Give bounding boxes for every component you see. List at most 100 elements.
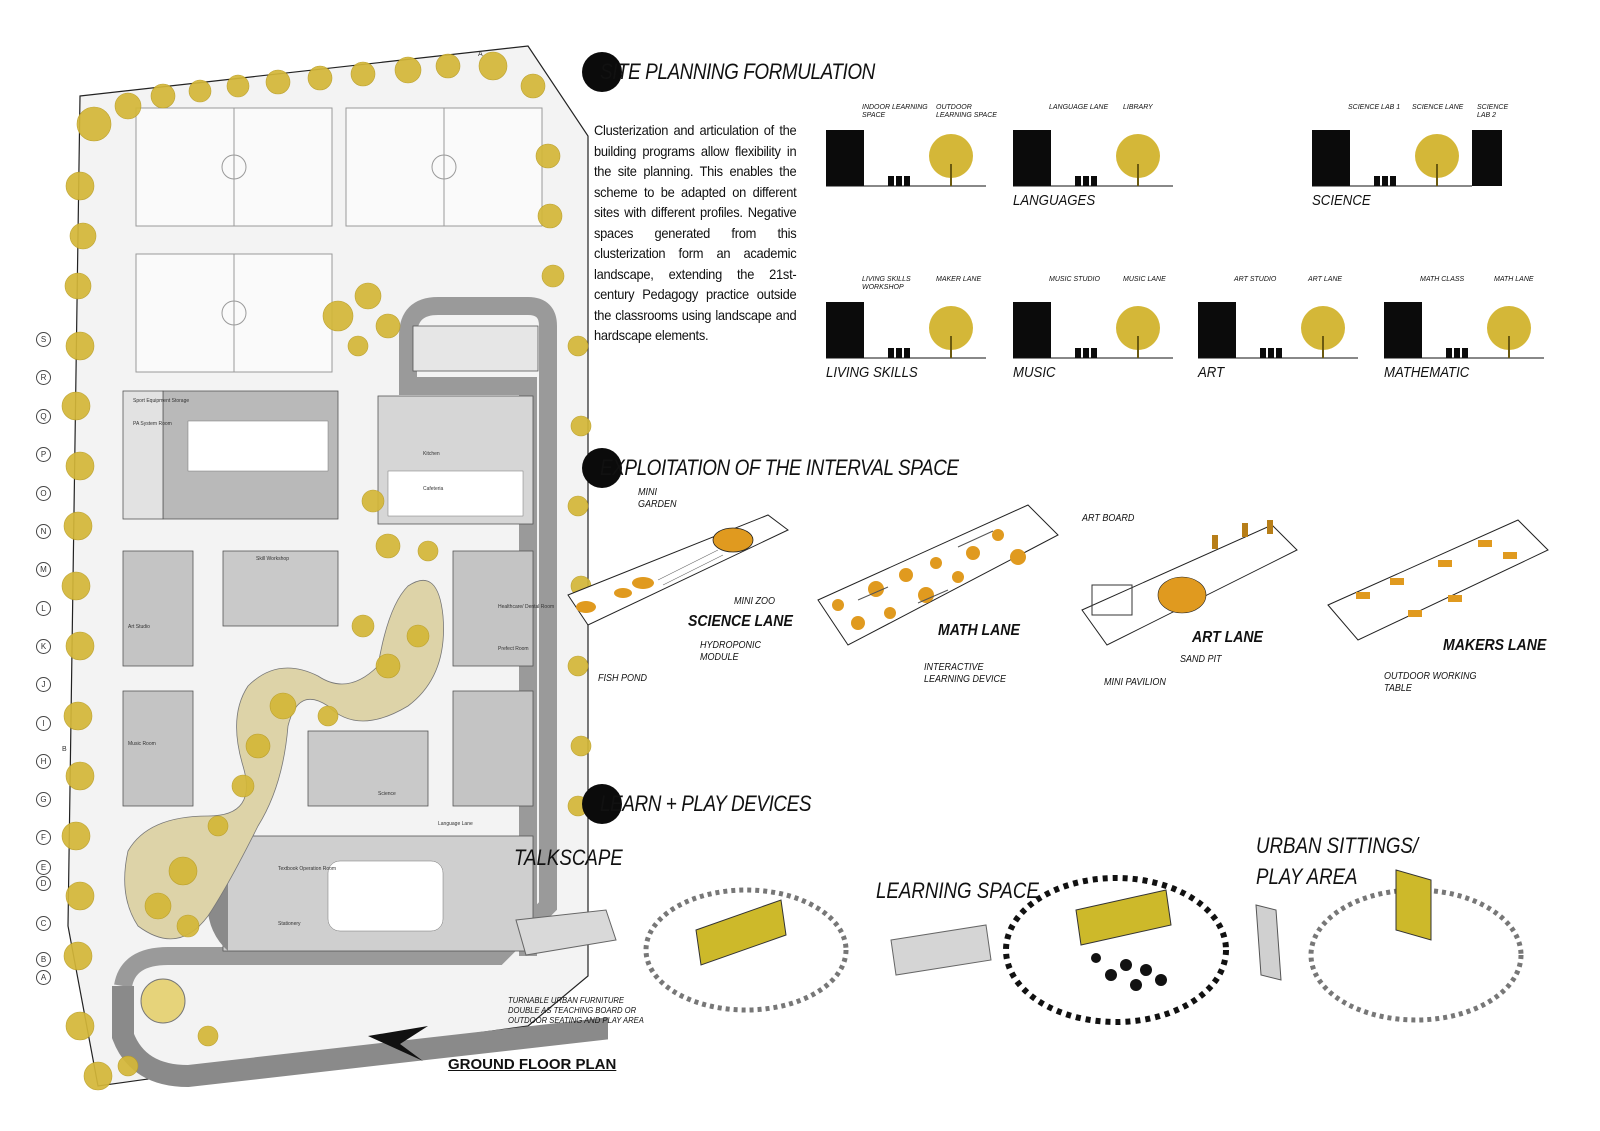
note-outdoor-table: OUTDOOR WORKING TABLE (1384, 671, 1477, 694)
grid-axis-label: P (36, 447, 51, 462)
grid-axis-label: M (36, 562, 51, 577)
note-fish-pond: FISH POND (598, 673, 648, 684)
device-caption-play-area: PLAY AREA (1256, 864, 1358, 889)
planning-diagram: MUSIC STUDIO MUSIC LANE MUSIC (1013, 276, 1203, 381)
lane-title-science: SCIENCE LANE (688, 613, 793, 630)
diagram-label: MUSIC LANE (1123, 276, 1166, 283)
diagram-caption: LIVING SKILLS (826, 364, 918, 381)
diagram-label: ART LANE (1308, 276, 1343, 283)
room-label: Cafeteria (423, 486, 444, 492)
note-mini-pavilion: MINI PAVILION (1104, 677, 1166, 688)
room-label: Music Room (128, 741, 156, 747)
diagram-label: LANGUAGE LANE (1049, 104, 1109, 111)
planning-diagram-graphic (826, 130, 986, 187)
grid-axis-label: F (36, 830, 51, 845)
planning-diagram: INDOOR LEARNING SPACE OUTDOOR LEARNING SP… (826, 104, 1016, 194)
diagram-label: MUSIC STUDIO (1049, 276, 1100, 283)
planning-diagram: LIVING SKILLS WORKSHOP MAKER LANE LIVING S… (826, 276, 1016, 381)
grid-axis-label: S (36, 332, 51, 347)
ground-floor-plan: Sport Equipment Storage PA System Room K… (28, 26, 630, 1106)
grid-axis-label: L (36, 601, 51, 616)
room-label: Stationery (278, 921, 301, 927)
heading-dot (582, 784, 622, 824)
room-label: Language Lane (438, 821, 473, 827)
diagram-label: MATH CLASS (1420, 276, 1465, 283)
heading-dot (582, 52, 622, 92)
site-planning-description: Clusterization and articulation of the b… (594, 122, 797, 343)
note-hydroponic: HYDROPONIC MODULE (700, 640, 762, 663)
diagram-label: LIVING SKILLS WORKSHOP (862, 276, 911, 291)
art-lane-diagram (1081, 515, 1302, 650)
diagram-caption: SCIENCE (1312, 192, 1371, 209)
grid-axis-label: G (36, 792, 51, 807)
grid-axis-label: I (36, 716, 51, 731)
diagram-label: INDOOR LEARNING SPACE (862, 104, 928, 119)
section-heading-interval-space: EXPLOITATION OF THE INTERVAL SPACE (582, 448, 1017, 488)
planning-diagram-graphic (1013, 130, 1173, 187)
grid-axis-label: Q (36, 409, 51, 424)
note-sand-pit: SAND PIT (1180, 654, 1222, 665)
diagram-label: SCIENCE LAB 2 (1477, 104, 1509, 119)
site-plan-drawing (61, 45, 630, 1091)
planning-diagram: SCIENCE LAB 1 SCIENCE LANE SCIENCE LAB 2 SC… (1312, 104, 1508, 209)
grid-axis-label: H (36, 754, 51, 769)
diagram-label: MATH LANE (1494, 276, 1534, 283)
room-label: Kitchen (423, 451, 440, 457)
note-mini-zoo: MINI ZOO (734, 596, 776, 607)
planning-diagram-graphic (1013, 302, 1173, 359)
grid-axis-label: R (36, 370, 51, 385)
science-lane-diagram (567, 505, 789, 655)
diagram-label: OUTDOOR LEARNING SPACE (936, 104, 997, 119)
diagram-caption: MATHEMATIC (1384, 364, 1470, 381)
device-caption-talkscape: TALKSCAPE (514, 845, 623, 870)
grid-axis-label: J (36, 677, 51, 692)
grid-axis-label: C (36, 916, 51, 931)
heading-text: SITE PLANNING FORMULATION (600, 59, 875, 84)
note-art-board: ART BOARD (1082, 513, 1135, 524)
planning-diagram-graphic (826, 302, 986, 359)
diagram-label: SCIENCE LANE (1412, 104, 1464, 111)
grid-axis-label: N (36, 524, 51, 539)
diagram-label: MAKER LANE (936, 276, 982, 283)
room-label: Science (378, 791, 396, 797)
note-interactive-device: INTERACTIVE LEARNING DEVICE (924, 662, 1007, 685)
grid-axis-label: D (36, 876, 51, 891)
west-marker: B (62, 746, 67, 753)
north-marker: A (478, 51, 483, 58)
heading-dot (582, 448, 622, 488)
planning-diagram-graphic (1198, 302, 1358, 359)
learn-play-devices-drawing (515, 869, 1576, 1030)
grid-axis-label: E (36, 860, 51, 875)
grid-axis-label: A (36, 970, 51, 985)
diagram-label: ART STUDIO (1234, 276, 1277, 283)
diagram-label: LIBRARY (1123, 104, 1153, 111)
grid-axis-label: B (36, 952, 51, 967)
planning-diagram: MATH CLASS MATH LANE MATHEMATIC (1384, 276, 1574, 381)
lane-title-art: ART LANE (1192, 629, 1263, 646)
planning-diagram-graphic (1384, 302, 1544, 359)
math-lane-diagram (817, 504, 1059, 655)
room-label: Art Studio (128, 624, 150, 630)
diagram-caption: LANGUAGES (1013, 192, 1096, 209)
diagram-label: SCIENCE LAB 1 (1348, 104, 1401, 111)
diagram-caption: MUSIC (1013, 364, 1056, 381)
plan-title: GROUND FLOOR PLAN (448, 1056, 617, 1073)
heading-text: EXPLOITATION OF THE INTERVAL SPACE (600, 455, 959, 480)
room-label: PA System Room (133, 421, 172, 427)
lane-title-makers: MAKERS LANE (1443, 637, 1547, 654)
device-caption-learning-space: LEARNING SPACE (876, 878, 1039, 903)
note-mini-garden: MINI GARDEN (638, 487, 677, 510)
grid-axis-label: K (36, 639, 51, 654)
room-label: Healthcare/ Dental Room (498, 604, 555, 610)
device-caption-urban-sittings: URBAN SITTINGS/ (1256, 833, 1419, 858)
planning-diagram: LANGUAGE LANE LIBRARY LANGUAGES (1013, 104, 1203, 209)
grid-axis-label: O (36, 486, 51, 501)
diagram-caption: ART (1198, 364, 1225, 381)
room-label: Sport Equipment Storage (133, 398, 190, 404)
room-label: Textbook Operation Room (278, 866, 337, 872)
makers-lane-diagram (1327, 510, 1549, 650)
section-heading-learn-play: LEARN + PLAY DEVICES (582, 784, 845, 824)
planning-diagram: ART STUDIO ART LANE ART (1198, 276, 1388, 381)
furniture-note: TURNABLE URBAN FURNITURE DOUBLE AS TEACH… (508, 995, 644, 1025)
heading-text: LEARN + PLAY DEVICES (600, 791, 812, 816)
